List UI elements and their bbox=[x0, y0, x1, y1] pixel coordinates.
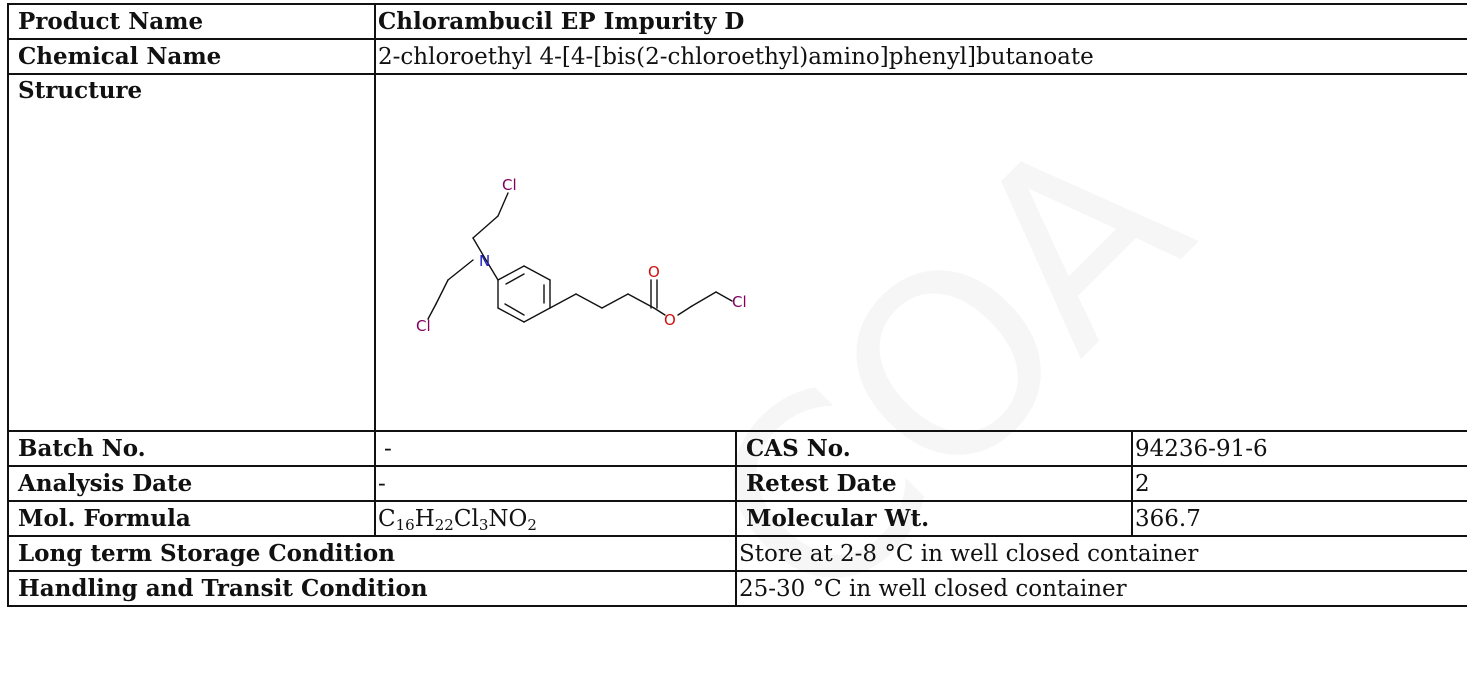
row-product-name: Product Name Chlorambucil EP Impurity D bbox=[7, 3, 1467, 40]
atom-carbonyl-oxygen: O bbox=[648, 263, 660, 281]
atom-nitrogen: N bbox=[479, 252, 490, 270]
storage-condition-value: Store at 2-8 °C in well closed container bbox=[734, 535, 1467, 572]
product-name-value: Chlorambucil EP Impurity D bbox=[373, 3, 1467, 40]
retest-date-value: 2 bbox=[1130, 465, 1467, 502]
storage-condition-label: Long term Storage Condition bbox=[7, 535, 737, 572]
chemical-name-value: 2-chloroethyl 4-[4-[bis(2-chloroethyl)am… bbox=[373, 38, 1467, 75]
mol-formula-value: C16H22Cl3NO2 bbox=[374, 500, 737, 537]
atom-chlorine-upper: Cl bbox=[502, 176, 517, 194]
mol-formula-label: Mol. Formula bbox=[7, 500, 376, 537]
row-batch-cas: Batch No. - CAS No. 94236-91-6 bbox=[7, 430, 1467, 467]
batch-no-value: - bbox=[374, 430, 737, 467]
formula-o-count: 2 bbox=[527, 515, 537, 534]
formula-c-count: 16 bbox=[395, 515, 415, 534]
row-handling: Handling and Transit Condition 25-30 °C … bbox=[7, 570, 1467, 607]
row-storage: Long term Storage Condition Store at 2-8… bbox=[7, 535, 1467, 572]
formula-cl: Cl bbox=[453, 505, 479, 532]
atom-chlorine-lower: Cl bbox=[416, 317, 431, 335]
coa-table: Product Name Chlorambucil EP Impurity D … bbox=[7, 3, 1467, 607]
molecular-wt-label: Molecular Wt. bbox=[735, 500, 1133, 537]
structure-cell: N O O Cl Cl Cl bbox=[373, 73, 1467, 432]
bond-lines bbox=[427, 192, 733, 323]
row-analysis-retest: Analysis Date - Retest Date 2 bbox=[7, 465, 1467, 502]
product-name-label: Product Name bbox=[7, 3, 376, 40]
structure-label: Structure bbox=[7, 73, 376, 432]
formula-h: H bbox=[414, 505, 435, 532]
batch-no-label: Batch No. bbox=[7, 430, 376, 467]
row-formula-weight: Mol. Formula C16H22Cl3NO2 Molecular Wt. … bbox=[7, 500, 1467, 537]
retest-date-label: Retest Date bbox=[735, 465, 1133, 502]
formula-h-count: 22 bbox=[434, 515, 454, 534]
formula-cl-count: 3 bbox=[478, 515, 489, 534]
atom-ester-oxygen: O bbox=[664, 311, 676, 329]
row-structure: Structure bbox=[7, 73, 1467, 432]
analysis-date-value: - bbox=[374, 465, 737, 502]
atom-chlorine-ester: Cl bbox=[732, 293, 747, 311]
formula-c: C bbox=[378, 505, 396, 532]
handling-condition-value: 25-30 °C in well closed container bbox=[734, 570, 1467, 607]
row-chemical-name: Chemical Name 2-chloroethyl 4-[4-[bis(2-… bbox=[7, 38, 1467, 75]
cas-no-value: 94236-91-6 bbox=[1130, 430, 1467, 467]
cas-no-label: CAS No. bbox=[735, 430, 1133, 467]
structure-diagram: N O O Cl Cl Cl bbox=[416, 176, 747, 335]
molecular-wt-value: 366.7 bbox=[1130, 500, 1467, 537]
analysis-date-label: Analysis Date bbox=[7, 465, 376, 502]
chemical-name-label: Chemical Name bbox=[7, 38, 376, 75]
handling-condition-label: Handling and Transit Condition bbox=[7, 570, 737, 607]
formula-no: NO bbox=[488, 505, 528, 532]
